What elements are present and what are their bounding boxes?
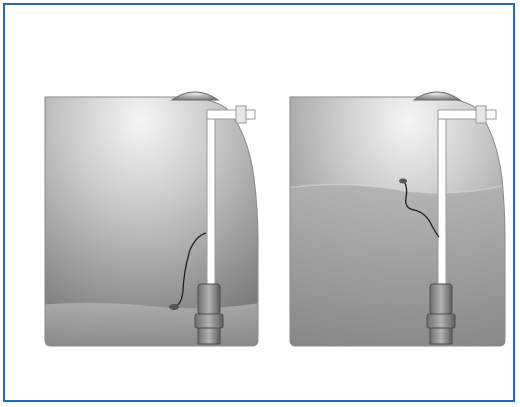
discharge-outlet-right: [438, 110, 496, 119]
liquid-level-high: [285, 184, 510, 350]
discharge-outlet-left: [207, 110, 255, 119]
float-switch-left: [169, 304, 179, 310]
tank-right: [285, 90, 510, 350]
pump-left: [195, 284, 223, 344]
access-lid-left: [172, 92, 218, 100]
tank-left: [40, 90, 265, 350]
pump-right: [427, 284, 455, 344]
access-lid-right: [414, 92, 460, 100]
discharge-pipe-right: [438, 115, 446, 293]
discharge-pipe-left: [207, 115, 215, 293]
liquid-level-low: [40, 302, 265, 350]
float-switch-right: [399, 179, 407, 184]
